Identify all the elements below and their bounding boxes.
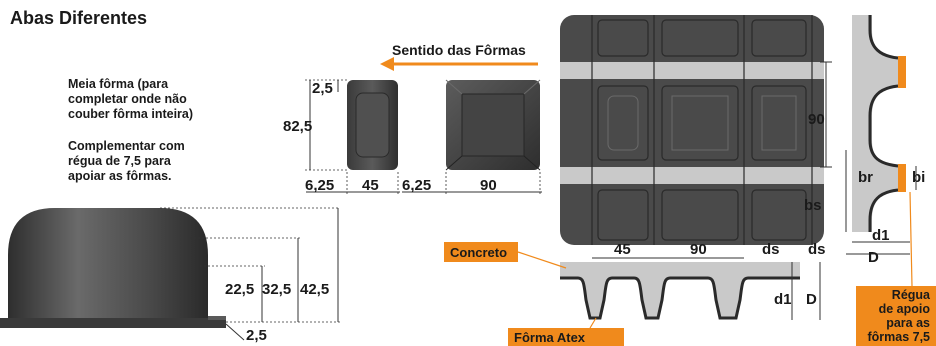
grid-dim bbox=[820, 61, 832, 168]
direction-arrow: Sentido das Fôrmas bbox=[380, 42, 538, 71]
dim-side-D: D bbox=[868, 249, 879, 266]
tag-forma-atex: Fôrma Atex bbox=[508, 317, 624, 346]
section-dims bbox=[592, 257, 821, 320]
dim-section-d1: d1 bbox=[774, 291, 792, 308]
side-dims bbox=[845, 150, 917, 255]
dim-flange-full: 6,25 bbox=[402, 177, 431, 194]
top-dim-solid bbox=[306, 80, 542, 193]
dim-profile-lip: 2,5 bbox=[246, 327, 267, 344]
dim-side-bs: bs bbox=[804, 197, 822, 214]
dim-side-bi: bi bbox=[912, 169, 925, 186]
dim-full-width: 90 bbox=[480, 177, 497, 194]
note-line: régua de 7,5 para bbox=[68, 154, 172, 168]
note-line: couber fôrma inteira) bbox=[68, 107, 193, 121]
tag-regua-line: fôrmas 7,5 bbox=[867, 330, 930, 344]
direction-label: Sentido das Fôrmas bbox=[392, 42, 526, 58]
tag-concreto: Concreto bbox=[444, 242, 567, 269]
note-line: Meia fôrma (para bbox=[68, 77, 169, 91]
note-line: apoiar as fôrmas. bbox=[68, 169, 172, 183]
dim-height: 82,5 bbox=[283, 118, 312, 135]
full-form-top bbox=[445, 79, 541, 171]
dim-side-ds: ds bbox=[808, 241, 826, 258]
note-complement: Complementar com régua de 7,5 para apoia… bbox=[68, 139, 185, 183]
dim-half-width: 45 bbox=[362, 177, 379, 194]
dim-profile-h1: 22,5 bbox=[225, 281, 254, 298]
profile-dim-solid bbox=[225, 208, 339, 341]
dim-profile-h2: 32,5 bbox=[262, 281, 291, 298]
arrow-left-icon bbox=[380, 57, 394, 71]
profile-dim-lines bbox=[160, 207, 340, 323]
side-section bbox=[852, 15, 906, 232]
forms-grid bbox=[560, 15, 824, 245]
dim-flange-half: 6,25 bbox=[305, 177, 334, 194]
dim-section-ds: ds bbox=[762, 241, 780, 258]
page-title: Abas Diferentes bbox=[10, 8, 147, 28]
tag-forma-atex-label: Fôrma Atex bbox=[514, 330, 586, 345]
dim-side-d1: d1 bbox=[872, 227, 890, 244]
form-profile bbox=[0, 208, 226, 328]
tag-regua-line: de apoio bbox=[879, 302, 931, 316]
dim-section-45: 45 bbox=[614, 241, 631, 258]
tag-regua: Régua de apoio para as fôrmas 7,5 bbox=[856, 191, 936, 346]
tag-concreto-label: Concreto bbox=[450, 245, 507, 260]
tag-regua-line: para as bbox=[886, 316, 930, 330]
tag-regua-line: Régua bbox=[892, 288, 931, 302]
note-line: Complementar com bbox=[68, 139, 185, 153]
dim-profile-h3: 42,5 bbox=[300, 281, 329, 298]
dim-section-D: D bbox=[806, 291, 817, 308]
note-line: completar onde não bbox=[68, 92, 187, 106]
slab-cross-section bbox=[560, 262, 800, 320]
dim-side-br: br bbox=[858, 169, 873, 186]
dim-section-90: 90 bbox=[690, 241, 707, 258]
half-form-top bbox=[347, 80, 398, 170]
note-half-form: Meia fôrma (para completar onde não coub… bbox=[68, 77, 193, 121]
dim-lip: 2,5 bbox=[312, 80, 333, 97]
dim-grid-spacing: 90 bbox=[808, 111, 825, 128]
